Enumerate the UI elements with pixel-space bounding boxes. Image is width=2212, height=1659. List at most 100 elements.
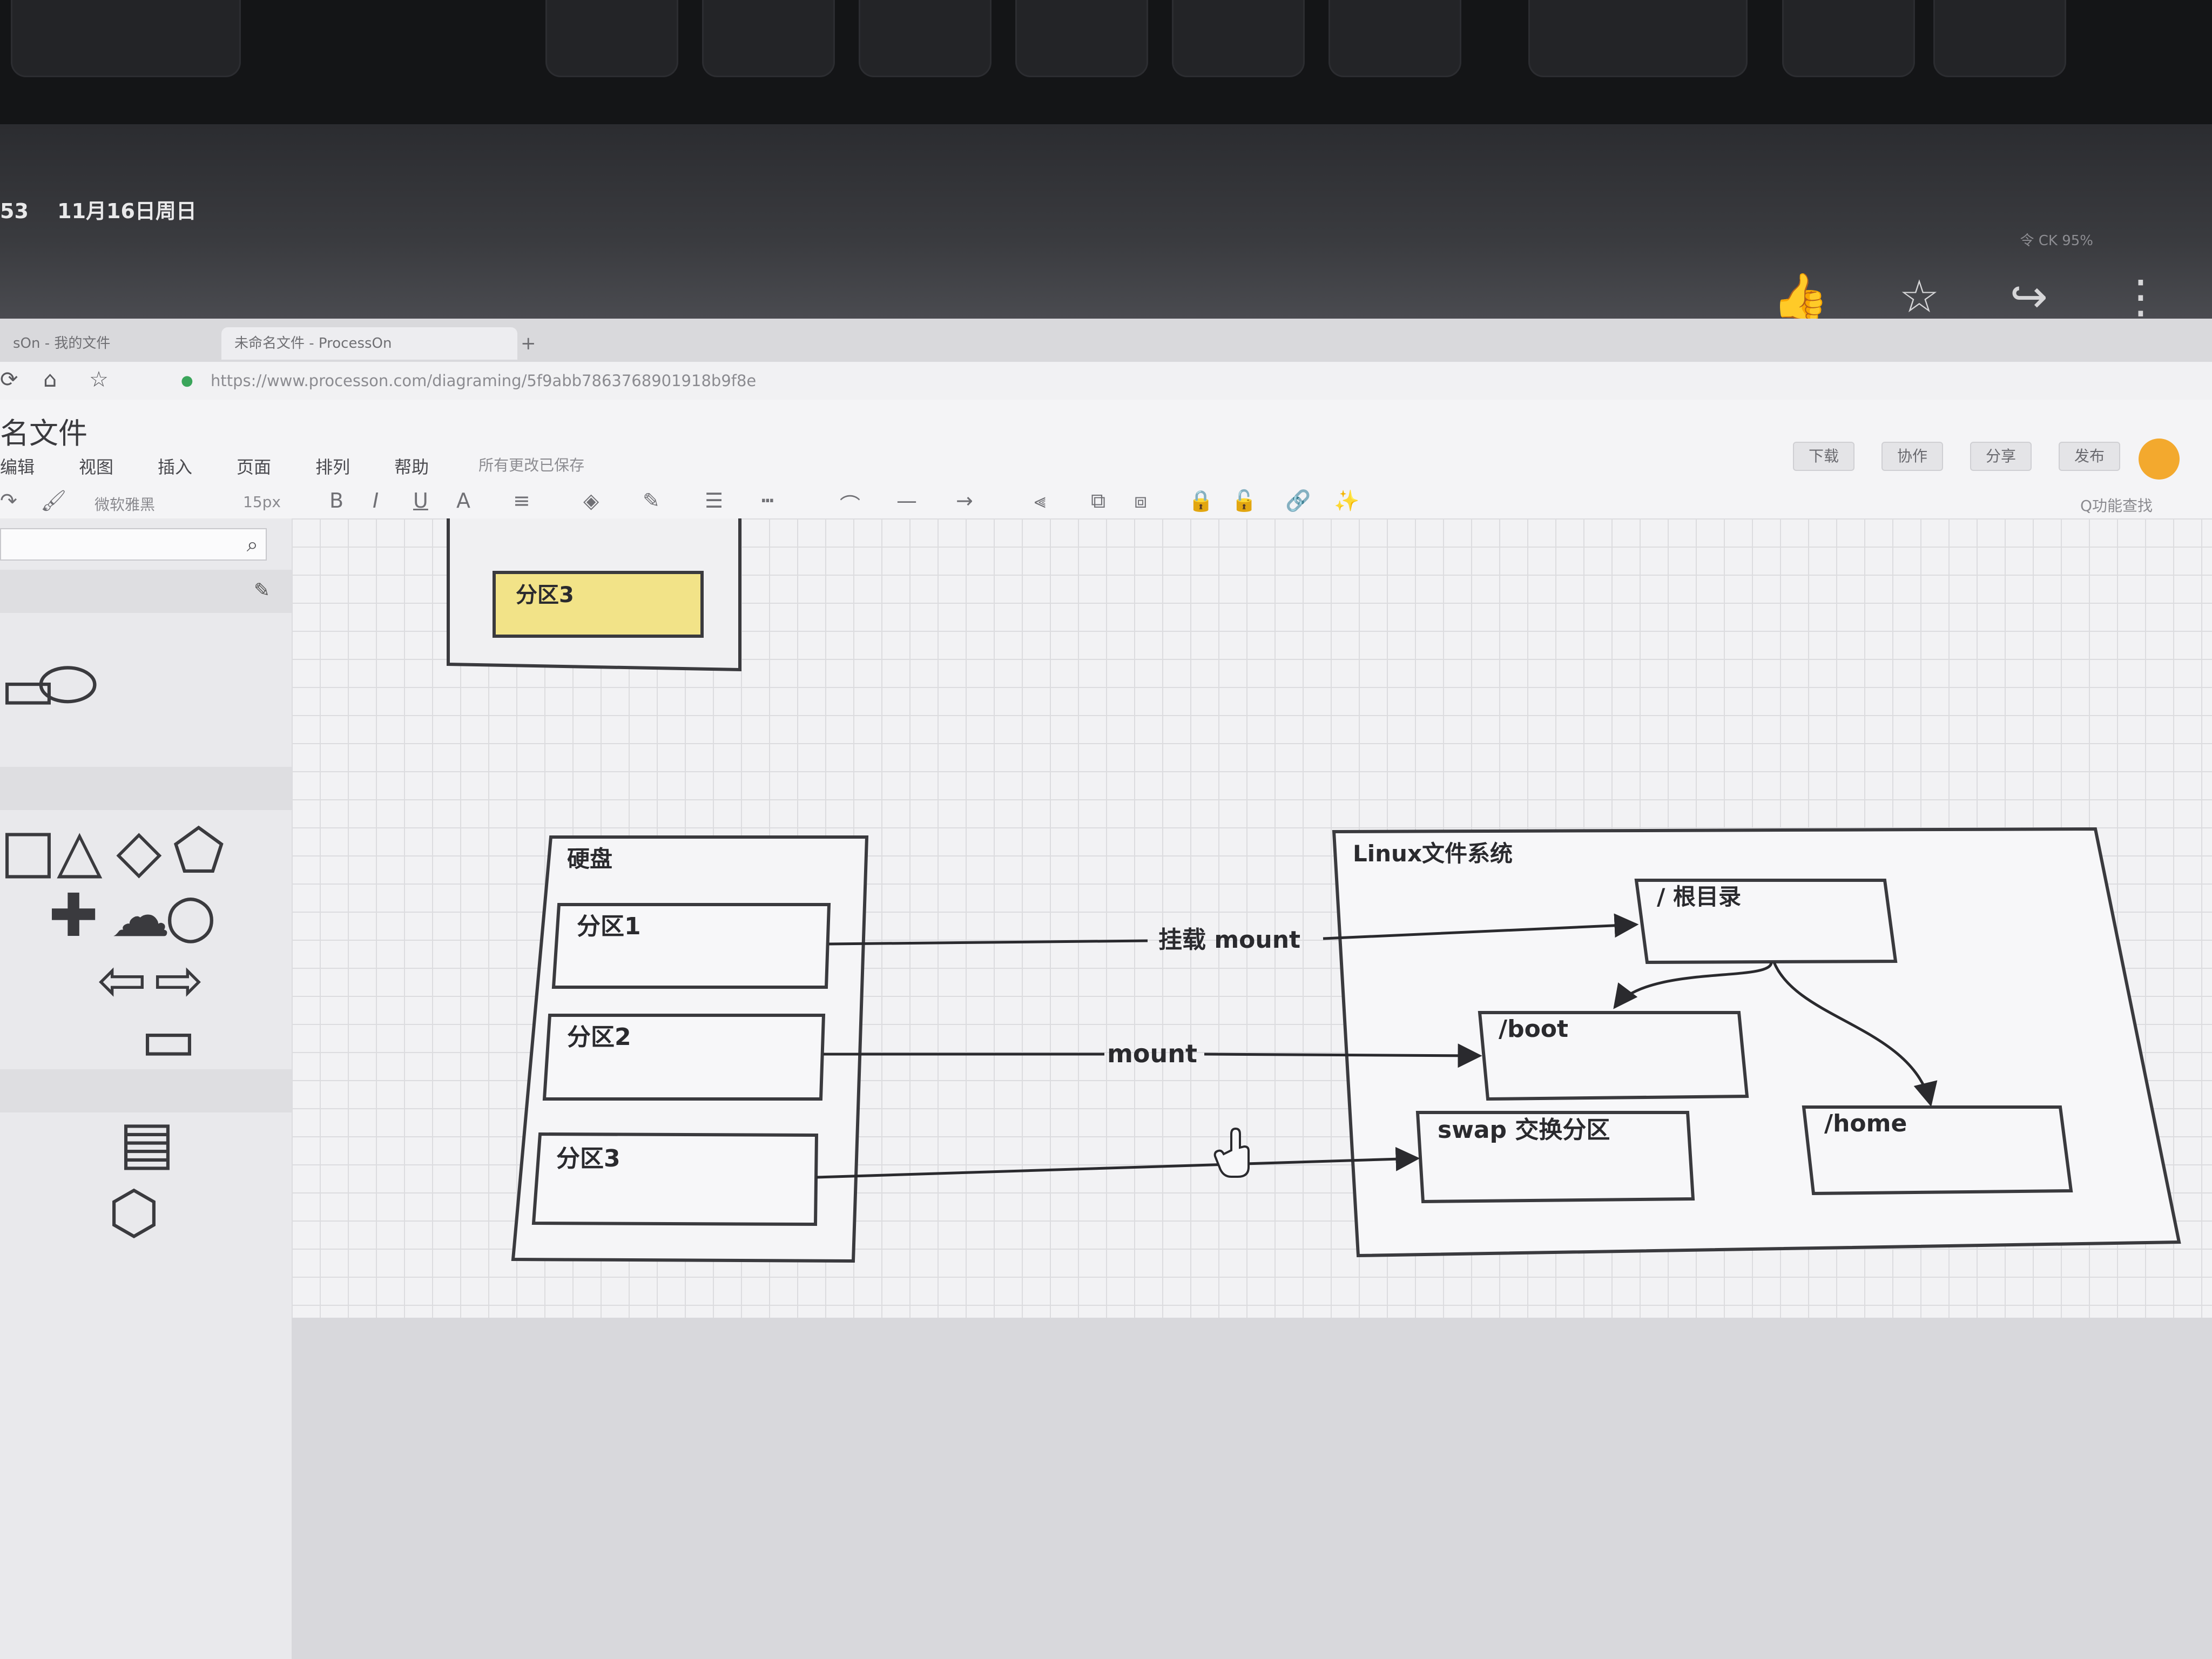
share-icon[interactable]: ↪	[2009, 270, 2048, 323]
save-status: 所有更改已保存	[478, 456, 585, 474]
download-button[interactable]: 下载	[1793, 442, 1854, 471]
tab-untitled-file[interactable]: 未命名文件 - ProcessOn	[221, 327, 517, 360]
ellipse-shape[interactable]: ⬭	[38, 642, 98, 724]
document-title[interactable]: 名文件	[0, 416, 87, 450]
right-arrow-shape[interactable]: ⇨	[154, 946, 204, 1015]
fill-color-icon[interactable]: ◈	[583, 489, 599, 512]
panel-section-header[interactable]	[0, 1069, 292, 1112]
line-style-icon[interactable]: ┅	[761, 489, 774, 512]
reload-icon[interactable]: ⟳	[0, 367, 18, 392]
home-icon[interactable]: ⌂	[43, 367, 57, 392]
menu-view[interactable]: 视图	[79, 457, 114, 477]
diamond-shape[interactable]: ◇	[116, 816, 162, 885]
root-to-boot-edge[interactable]	[1613, 962, 1773, 1009]
lock-shape-icon[interactable]: 🔒	[1188, 489, 1214, 512]
align-left-icon[interactable]: ⫷	[1034, 489, 1046, 512]
status-bar: 53 11月16日周日	[0, 194, 197, 224]
home-dir-label: /home	[1824, 1110, 1907, 1137]
menu-edit[interactable]: 编辑	[0, 457, 35, 477]
status-date: 11月16日周日	[57, 199, 197, 223]
tab-my-files[interactable]: sOn - 我的文件	[13, 335, 111, 352]
search-icon: ⌕	[246, 532, 258, 556]
partition-3-label: 分区3	[556, 1145, 621, 1172]
magic-wand-icon[interactable]: ✨	[1334, 489, 1360, 512]
url-input[interactable]: https://www.processon.com/diagraming/5f9…	[211, 372, 757, 390]
toolbar: ↷ 🖌 微软雅黑 15px B I U A ≡ ◈ ✎ ☰ ┅ ⌒ — → ⫷ …	[0, 483, 2212, 518]
top-partition-box[interactable]	[493, 571, 704, 638]
rectangle-shape[interactable]: □	[0, 816, 56, 885]
canvas-bottom-area	[292, 1318, 2212, 1659]
tablet-actions: 👍 ☆ ↪ ⋮	[1772, 270, 2163, 323]
menu-help[interactable]: 帮助	[394, 457, 429, 477]
left-arrow-shape[interactable]: ⇦	[97, 946, 147, 1015]
swap-edge[interactable]	[816, 1147, 1420, 1179]
home-dir-box[interactable]	[1802, 1105, 2073, 1196]
line-color-icon[interactable]: ✎	[643, 489, 660, 512]
partition-2-box[interactable]	[542, 1014, 826, 1101]
root-to-home-edge[interactable]	[1772, 962, 1938, 1107]
menu-page[interactable]: 页面	[237, 457, 272, 477]
mount-edge-1[interactable]	[828, 925, 1636, 944]
font-size-select[interactable]: 15px	[243, 493, 281, 511]
collaborate-button[interactable]: 协作	[1881, 442, 1943, 471]
rectangle-shape[interactable]: ▭	[0, 654, 56, 723]
cross-shape[interactable]: ✚	[49, 881, 99, 950]
shape-search-input[interactable]: ⌕	[0, 528, 267, 561]
lock-icon: ●	[181, 373, 193, 389]
panel-section-header[interactable]	[0, 767, 292, 810]
send-back-icon[interactable]: ⧈	[1134, 489, 1148, 512]
function-search[interactable]: Q功能查找	[2080, 497, 2153, 515]
linux-fs-title: Linux文件系统	[1353, 840, 1513, 867]
key	[859, 0, 992, 77]
circle-shape[interactable]: ○	[165, 881, 217, 950]
triangle-shape[interactable]: △	[57, 816, 103, 885]
connector-curve-icon[interactable]: ⌒	[840, 494, 861, 517]
unlock-shape-icon[interactable]: 🔓	[1231, 489, 1257, 512]
publish-button[interactable]: 发布	[2059, 442, 2120, 471]
new-tab-button[interactable]: +	[521, 333, 536, 354]
share-button[interactable]: 分享	[1970, 442, 2032, 471]
table-shape[interactable]: ▤	[119, 1108, 175, 1177]
arrow-style-icon[interactable]: →	[956, 489, 973, 512]
status-time: 53	[0, 199, 29, 223]
key	[1328, 0, 1461, 77]
hexagon-shape[interactable]: ⬡	[108, 1178, 160, 1247]
italic-icon[interactable]: I	[373, 489, 379, 512]
connector-line-icon[interactable]: —	[896, 489, 917, 512]
key	[1933, 0, 2066, 77]
menu-insert[interactable]: 插入	[158, 457, 193, 477]
more-icon[interactable]: ⋮	[2118, 270, 2163, 323]
link-icon[interactable]: 🔗	[1285, 489, 1311, 512]
menu-arrange[interactable]: 排列	[315, 457, 350, 477]
panel-section-header[interactable]: ✎	[0, 570, 292, 613]
font-color-icon[interactable]: A	[456, 489, 470, 512]
thumbs-up-icon[interactable]: 👍	[1772, 270, 1829, 323]
star-icon[interactable]: ☆	[1899, 270, 1940, 323]
rectangle-shape[interactable]: ▭	[140, 1005, 197, 1074]
partition-1-box[interactable]	[551, 903, 831, 989]
mount-edge-2[interactable]	[824, 1054, 1480, 1056]
shape-panel: ⌕ ✎ ▭ ⬭ □ △ ◇ ⬠ ✚ ☁ ○ ⇦ ⇨ ▭ ▤ ⬡	[0, 518, 293, 1659]
diagram-svg: 分区3 硬盘 分区1 分区2 分区3 Linux文件系统 / 根目录 /boot…	[447, 518, 2181, 1263]
tablet-bezel	[0, 124, 2212, 319]
key	[545, 0, 678, 77]
redo-icon[interactable]: ↷	[0, 489, 17, 512]
keyboard	[0, 0, 2212, 124]
format-painter-icon[interactable]: 🖌	[41, 489, 67, 512]
header-buttons: 下载 协作 分享 发布	[1793, 442, 2120, 471]
swap-box[interactable]	[1415, 1111, 1695, 1204]
battery-status: 令 CK 95%	[2020, 233, 2093, 249]
bring-front-icon[interactable]: ⧉	[1091, 489, 1106, 512]
app-header: 名文件 编辑 视图 插入 页面 排列 帮助 所有更改已保存 下载 协作 分享 发…	[0, 400, 2212, 520]
key	[1782, 0, 1915, 77]
bookmark-star-icon[interactable]: ☆	[89, 367, 109, 392]
align-icon[interactable]: ≡	[513, 489, 530, 512]
partition-3-box[interactable]	[531, 1132, 819, 1226]
bold-icon[interactable]: B	[329, 489, 344, 512]
font-family-select[interactable]: 微软雅黑	[95, 496, 156, 514]
avatar[interactable]	[2139, 439, 2180, 480]
pentagon-shape[interactable]: ⬠	[173, 816, 225, 885]
line-width-icon[interactable]: ☰	[705, 489, 724, 512]
cloud-shape[interactable]: ☁	[111, 881, 170, 950]
underline-icon[interactable]: U	[413, 489, 428, 512]
